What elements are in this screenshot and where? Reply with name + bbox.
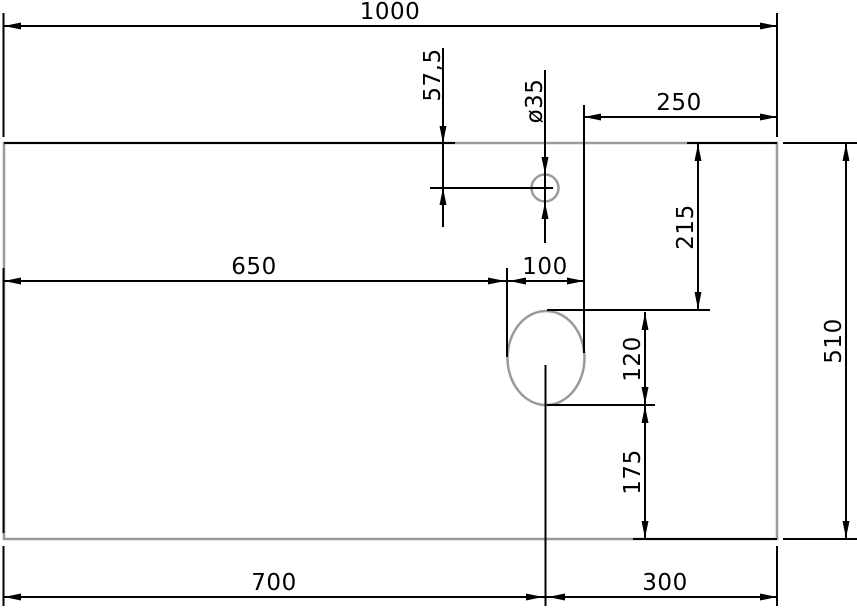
dim-label-top-edge-to-cutout: 215 [673, 204, 699, 249]
dim-label-left-edge-to-cutout: 650 [231, 254, 276, 280]
arrowhead [641, 406, 649, 423]
arrowhead [526, 593, 543, 601]
dimension-labels: 1000 250 650 100 700 300 57,5 ø35 215 12… [231, 0, 847, 596]
arrowhead [509, 277, 526, 285]
arrowhead [641, 521, 649, 538]
dim-label-cutout-width: 100 [522, 254, 567, 280]
arrowheads [4, 22, 850, 601]
dim-label-cutout-to-bottom-edge: 175 [620, 449, 646, 494]
dim-label-cutout-center-to-right-edge: 300 [642, 570, 687, 596]
part-geometry [2, 141, 779, 541]
arrowhead [641, 387, 649, 404]
arrowhead [439, 188, 447, 205]
arrowhead [694, 144, 702, 161]
dim-label-cutout-height: 120 [620, 336, 646, 381]
arrowhead [641, 313, 649, 330]
arrowhead [548, 593, 565, 601]
arrowhead [584, 113, 601, 121]
dim-label-faucet-offset-top: 57,5 [420, 48, 446, 101]
dimension-lines [2, 13, 857, 606]
arrowhead [4, 593, 21, 601]
dim-label-left-edge-to-cutout-center: 700 [251, 570, 296, 596]
arrowhead [842, 521, 850, 538]
arrowhead [4, 22, 21, 30]
arrowhead [439, 126, 447, 143]
dim-label-right-edge-to-cutout: 250 [656, 90, 701, 116]
arrowhead [567, 277, 584, 285]
dim-label-overall-depth: 510 [821, 318, 847, 363]
countertop-outline [2, 141, 779, 541]
arrowhead [4, 277, 21, 285]
arrowhead [760, 593, 777, 601]
dim-label-overall-width: 1000 [360, 0, 421, 25]
arrowhead [760, 113, 777, 121]
arrowhead [694, 292, 702, 309]
arrowhead [541, 157, 549, 174]
arrowhead [842, 144, 850, 161]
arrowhead [760, 22, 777, 30]
dim-label-faucet-diameter: ø35 [522, 79, 548, 124]
arrowhead [488, 277, 505, 285]
arrowhead [541, 202, 549, 219]
